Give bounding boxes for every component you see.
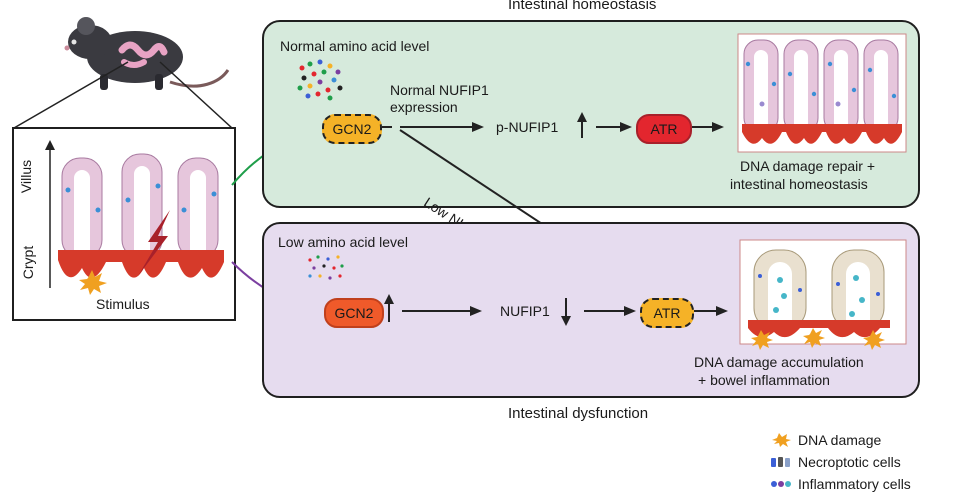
bottom-outcome-line1: DNA damage accumulation	[694, 354, 864, 370]
villus-crypt-axis-arrow	[45, 140, 55, 288]
top-title: Intestinal homeostasis	[508, 0, 657, 13]
atr-low-label: ATR	[653, 305, 681, 321]
p-nufip1-label: p-NUFIP1	[496, 119, 559, 135]
top-outcome-line1: DNA damage repair +	[740, 158, 876, 174]
gcn2-normal-node: GCN2	[322, 114, 382, 144]
top-outcome-line2: intestinal homeostasis	[730, 176, 868, 192]
bottom-outcome-line2: + bowel inflammation	[698, 372, 830, 388]
legend-item-inflammatory-cells: Inflammatory cells	[770, 476, 911, 492]
gcn2-low-label: GCN2	[334, 305, 374, 321]
atr-normal-node: ATR	[636, 114, 692, 144]
dna-damage-icon	[772, 433, 791, 447]
legend-item-dna-damage: DNA damage	[770, 432, 881, 448]
bottom-pathway-arrows	[384, 294, 728, 326]
mouse-icon	[64, 17, 230, 90]
zoom-lines	[13, 61, 233, 129]
stimulus-label: Stimulus	[96, 296, 150, 312]
nufip1-label: NUFIP1	[500, 303, 550, 319]
stimulus-villi-illustration	[58, 153, 224, 295]
low-amino-acid-dots-icon	[308, 255, 344, 280]
legend-label-inflammatory-cells: Inflammatory cells	[798, 476, 911, 492]
legend-label-dna-damage: DNA damage	[798, 432, 882, 448]
normal-amino-acid-dots-icon	[297, 59, 343, 101]
bottom-title: Intestinal dysfunction	[508, 405, 649, 422]
atr-low-node: ATR	[640, 298, 694, 328]
top-pathway-arrows	[382, 112, 724, 138]
legend-item-necroptotic-cells: Necroptotic cells	[770, 454, 901, 470]
low-amino-acid-label: Low amino acid level	[278, 234, 408, 250]
healthy-villi-illustration	[737, 33, 907, 153]
normal-amino-acid-label: Normal amino acid level	[280, 38, 430, 54]
gcn2-low-node: GCN2	[324, 298, 384, 328]
atr-normal-label: ATR	[650, 121, 678, 137]
legend-label-necroptotic-cells: Necroptotic cells	[798, 454, 901, 470]
gcn2-normal-label: GCN2	[332, 121, 372, 137]
necroptotic-cells-icon	[771, 457, 790, 467]
inflammatory-cells-icon	[771, 481, 791, 487]
normal-nufip1-expression-line1: Normal NUFIP1	[390, 82, 489, 98]
normal-nufip1-expression-line2: expression	[390, 99, 458, 115]
inflamed-villi-illustration	[739, 239, 907, 350]
